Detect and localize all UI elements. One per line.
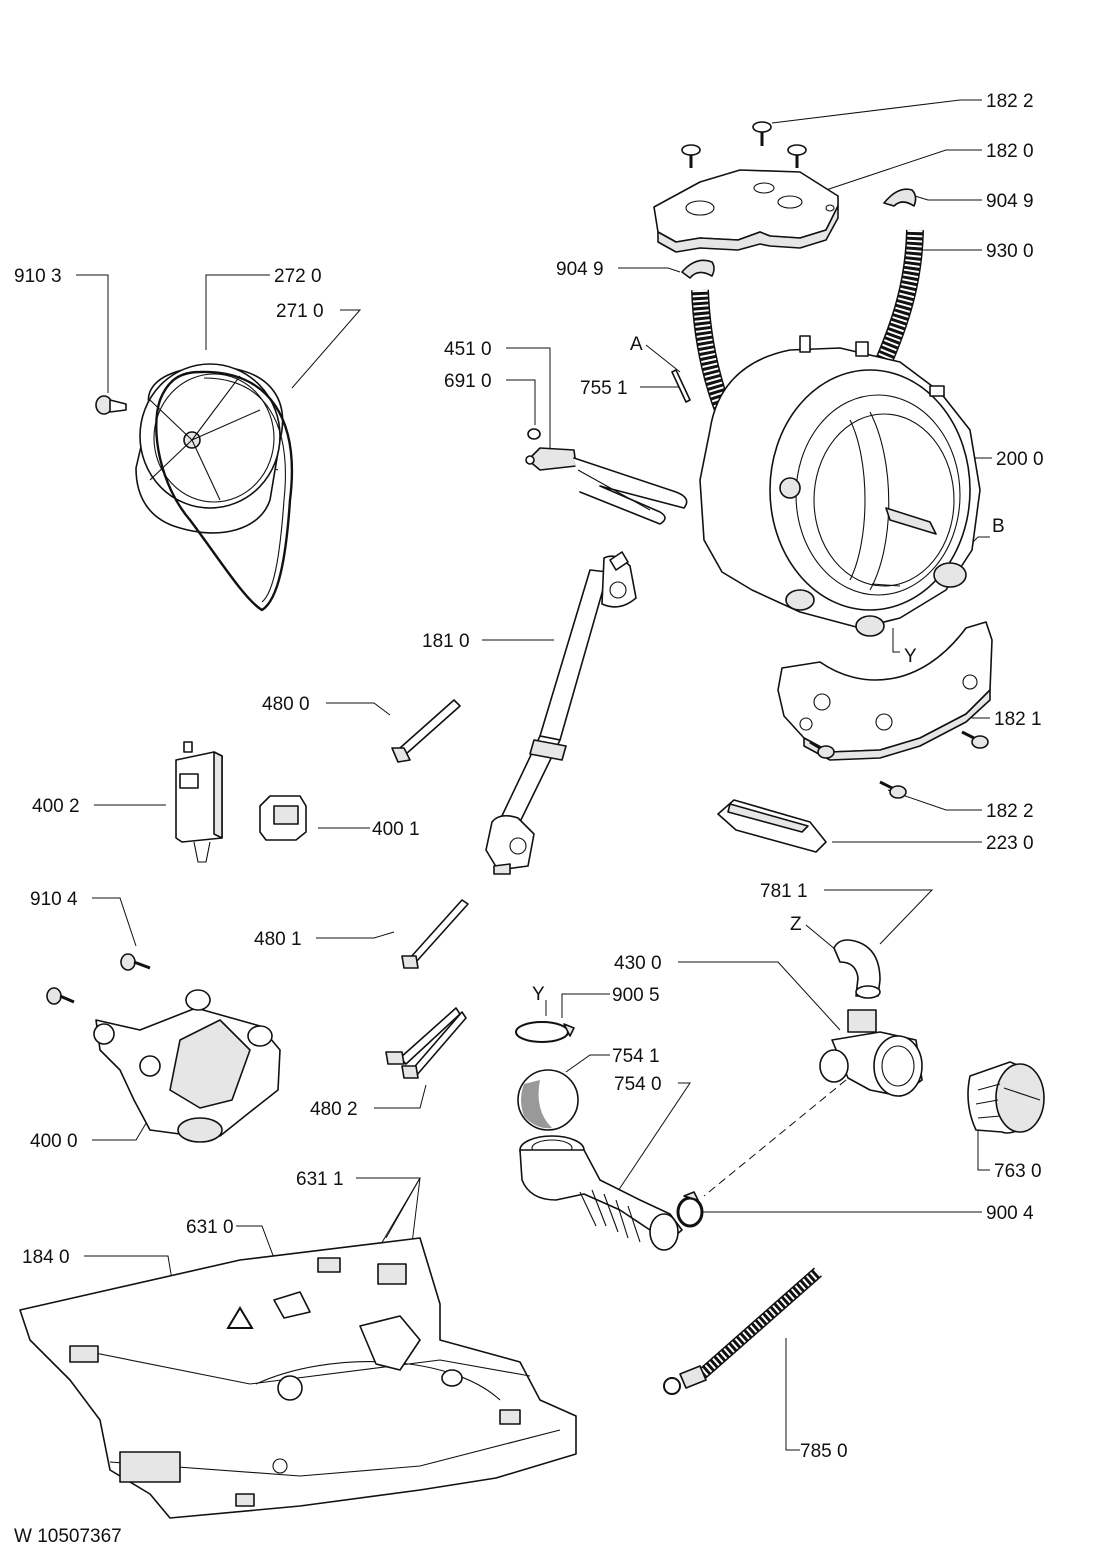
callout-900-4: 900 4 xyxy=(986,1203,1034,1224)
callout-910-3: 910 3 xyxy=(14,266,62,287)
connector-icon xyxy=(259,795,307,841)
bolt-icon xyxy=(95,395,127,415)
callout-785-0: 785 0 xyxy=(800,1441,848,1462)
callout-400-2: 400 2 xyxy=(32,796,80,817)
callout-755-1: 755 1 xyxy=(580,378,628,399)
callout-430-0: 430 0 xyxy=(614,953,662,974)
hose-clamp-icon xyxy=(676,1191,704,1228)
callout-900-5: 900 5 xyxy=(612,985,660,1006)
callout-904-9-left: 904 9 xyxy=(556,259,604,280)
hose-clip-icon xyxy=(681,188,917,279)
callout-184-0: 184 0 xyxy=(22,1247,70,1268)
callout-631-0: 631 0 xyxy=(186,1217,234,1238)
callout-480-0: 480 0 xyxy=(262,694,310,715)
callout-271-0: 271 0 xyxy=(276,301,324,322)
screw-icon-lower xyxy=(809,730,989,799)
top-counterweight-icon xyxy=(653,169,839,253)
callout-Z: Z xyxy=(790,914,802,935)
base-tray-icon xyxy=(19,1237,577,1519)
callout-691-0: 691 0 xyxy=(444,371,492,392)
callout-A: A xyxy=(630,334,643,355)
callout-Y-top: Y xyxy=(904,646,917,667)
motor-controller-icon xyxy=(175,741,223,863)
drum-lifter-icon xyxy=(717,799,827,853)
drawing-code: W 10507367 xyxy=(14,1526,122,1547)
callout-182-0: 182 0 xyxy=(986,141,1034,162)
callout-B: B xyxy=(992,516,1005,537)
callout-781-1: 781 1 xyxy=(760,881,808,902)
callout-182-1: 182 1 xyxy=(994,709,1042,730)
motor-screw-icon xyxy=(46,953,151,1005)
tub-assembly-icon xyxy=(691,229,981,637)
callout-200-0: 200 0 xyxy=(996,449,1044,470)
callout-480-1: 480 1 xyxy=(254,929,302,950)
drain-pump-icon xyxy=(819,1009,923,1097)
ball-valve-icon xyxy=(517,1069,579,1131)
lower-counterweight-icon xyxy=(777,621,993,761)
callout-272-0: 272 0 xyxy=(274,266,322,287)
elbow-hose-icon xyxy=(833,939,881,999)
screw-icon-top xyxy=(681,121,807,168)
callout-400-1: 400 1 xyxy=(372,819,420,840)
callout-754-1: 754 1 xyxy=(612,1046,660,1067)
callout-763-0: 763 0 xyxy=(994,1161,1042,1182)
callout-451-0: 451 0 xyxy=(444,339,492,360)
callout-182-2-lower: 182 2 xyxy=(986,801,1034,822)
motor-icon xyxy=(93,989,281,1143)
callout-480-2: 480 2 xyxy=(310,1099,358,1120)
callout-631-1: 631 1 xyxy=(296,1169,344,1190)
pin-icon xyxy=(671,369,691,403)
callout-223-0: 223 0 xyxy=(986,833,1034,854)
callout-904-9-right: 904 9 xyxy=(986,191,1034,212)
pump-filter-icon xyxy=(967,1061,1045,1134)
drain-hose-icon xyxy=(663,1267,822,1395)
callout-754-0: 754 0 xyxy=(614,1074,662,1095)
callout-181-0: 181 0 xyxy=(422,631,470,652)
callout-Y-lower: Y xyxy=(532,984,545,1005)
shock-absorber-icon xyxy=(485,551,637,875)
drive-belt-icon xyxy=(155,370,294,612)
callout-182-2-top: 182 2 xyxy=(986,91,1034,112)
long-bolt-icon xyxy=(385,699,469,1079)
callout-910-4: 910 4 xyxy=(30,889,78,910)
heater-element-icon xyxy=(525,428,688,525)
callout-labels: 182 2 182 0 904 9 930 0 904 9 910 3 272 … xyxy=(14,91,1044,1462)
callout-930-0: 930 0 xyxy=(986,241,1034,262)
sump-hose-icon xyxy=(519,1135,683,1251)
clamp-ring-icon xyxy=(515,1021,575,1043)
callout-400-0: 400 0 xyxy=(30,1131,78,1152)
